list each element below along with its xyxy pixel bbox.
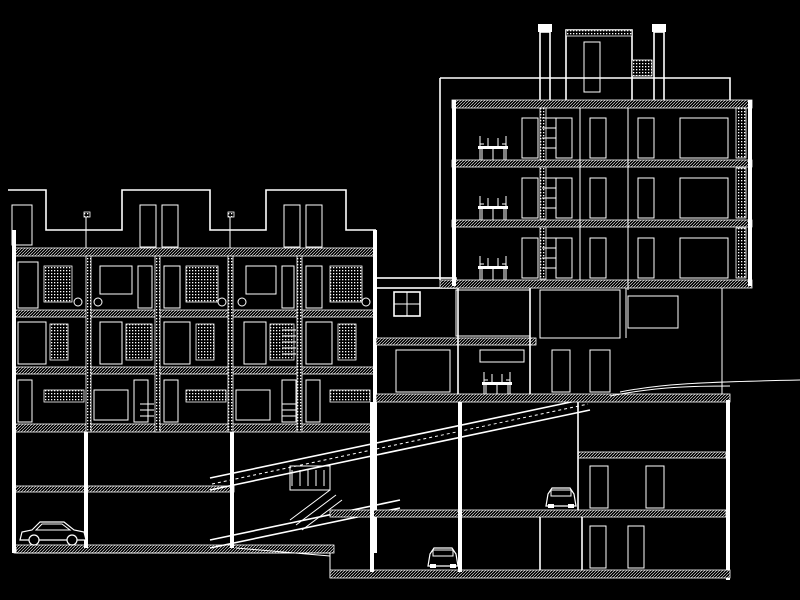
slab-roof bbox=[13, 247, 377, 257]
left-floor-3 bbox=[17, 261, 371, 309]
slab-garage-1 bbox=[13, 485, 235, 493]
left-garage bbox=[15, 521, 331, 578]
ramp bbox=[209, 397, 591, 549]
car-icon-left bbox=[19, 521, 87, 546]
basement-right bbox=[329, 400, 731, 580]
left-floor-1 bbox=[17, 379, 371, 423]
car-icon-bottom bbox=[427, 547, 459, 569]
slab-floor-3 bbox=[13, 309, 377, 318]
table-chairs-icon-2 bbox=[477, 135, 509, 161]
tower-floor-2 bbox=[477, 166, 729, 221]
slab-floor-1 bbox=[13, 423, 377, 433]
slab-floor-2 bbox=[13, 366, 377, 375]
tower-floor-1 bbox=[477, 226, 729, 281]
table-chairs-icon-3 bbox=[477, 195, 509, 221]
tower-floor-3 bbox=[477, 107, 729, 161]
connector-block bbox=[375, 277, 800, 403]
left-roof bbox=[8, 189, 376, 250]
left-floor-2 bbox=[17, 321, 357, 365]
car-icon-middle bbox=[545, 487, 577, 509]
table-chairs-icon-4 bbox=[477, 255, 509, 281]
right-tower bbox=[439, 24, 753, 394]
table-chairs-icon-1 bbox=[481, 371, 513, 397]
left-building bbox=[8, 189, 377, 578]
